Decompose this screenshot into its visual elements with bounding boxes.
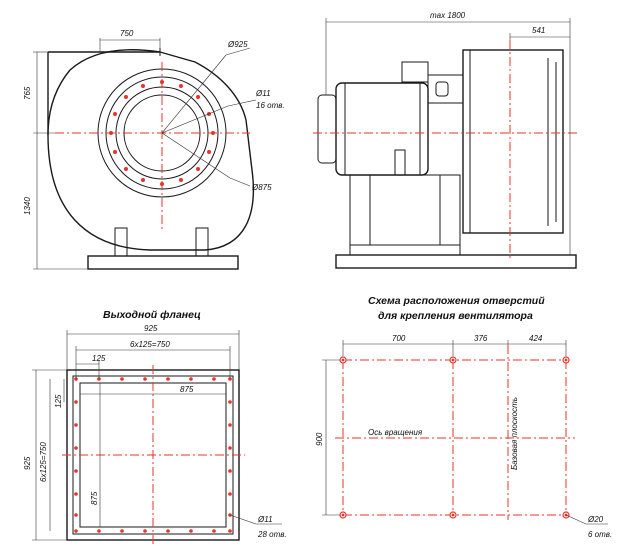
base-plane-label: Базовая плоскость xyxy=(510,397,519,470)
dim-900: 900 xyxy=(315,432,324,446)
dim-765: 765 xyxy=(23,86,32,100)
mounting-holes-6 xyxy=(339,356,570,519)
holes-16-label: 16 отв. xyxy=(256,101,285,110)
dim-875-top: 875 xyxy=(180,385,194,394)
flange-holes-28 xyxy=(74,377,232,533)
dim-1340: 1340 xyxy=(23,197,32,215)
outlet-flange-view: Выходной фланец 925 6x125=750 125 875 xyxy=(23,309,287,545)
dim-6x125-left: 6x125=750 xyxy=(39,442,48,482)
title-holes-scheme-2: для крепления вентилятора xyxy=(378,310,533,322)
housing-outline xyxy=(47,49,255,251)
bolt-holes-16 xyxy=(109,80,215,186)
fan-housing-side xyxy=(462,49,564,234)
dim-541: 541 xyxy=(532,26,545,35)
dim-700: 700 xyxy=(392,334,406,343)
side-view: max 1800 541 xyxy=(313,11,580,269)
mounting-holes-view: Схема расположения отверстий для креплен… xyxy=(315,295,612,539)
holes-28-label: 28 отв. xyxy=(257,530,287,539)
dim-875-left: 875 xyxy=(90,491,99,505)
dia-925-label: Ø925 xyxy=(227,40,248,49)
dia-20-label: Ø20 xyxy=(587,515,604,524)
dim-376: 376 xyxy=(474,334,488,343)
terminal-box xyxy=(401,61,429,83)
side-base xyxy=(335,254,577,269)
dim-750: 750 xyxy=(120,29,134,38)
dim-125-left: 125 xyxy=(54,394,63,408)
front-view: 750 765 1340 Ø925 Ø11 16 отв. Ø875 xyxy=(23,29,285,270)
dia-11-flange-label: Ø11 xyxy=(257,515,273,524)
front-base xyxy=(87,255,239,270)
dim-125-top: 125 xyxy=(92,354,106,363)
motor-body xyxy=(335,82,429,176)
title-holes-scheme-1: Схема расположения отверстий xyxy=(368,295,545,307)
rotation-axis-label: Ось вращения xyxy=(368,428,423,437)
dim-424: 424 xyxy=(529,334,543,343)
dia-11-label: Ø11 xyxy=(255,89,271,98)
title-outlet-flange: Выходной фланец xyxy=(103,309,201,321)
holes-6-label: 6 отв. xyxy=(588,530,612,539)
dim-925-left: 925 xyxy=(23,456,32,470)
dim-max-1800: max 1800 xyxy=(430,11,466,20)
dia-875-label: Ø875 xyxy=(251,183,272,192)
dim-925-top: 925 xyxy=(144,324,158,333)
dim-6x125-top: 6x125=750 xyxy=(130,340,170,349)
